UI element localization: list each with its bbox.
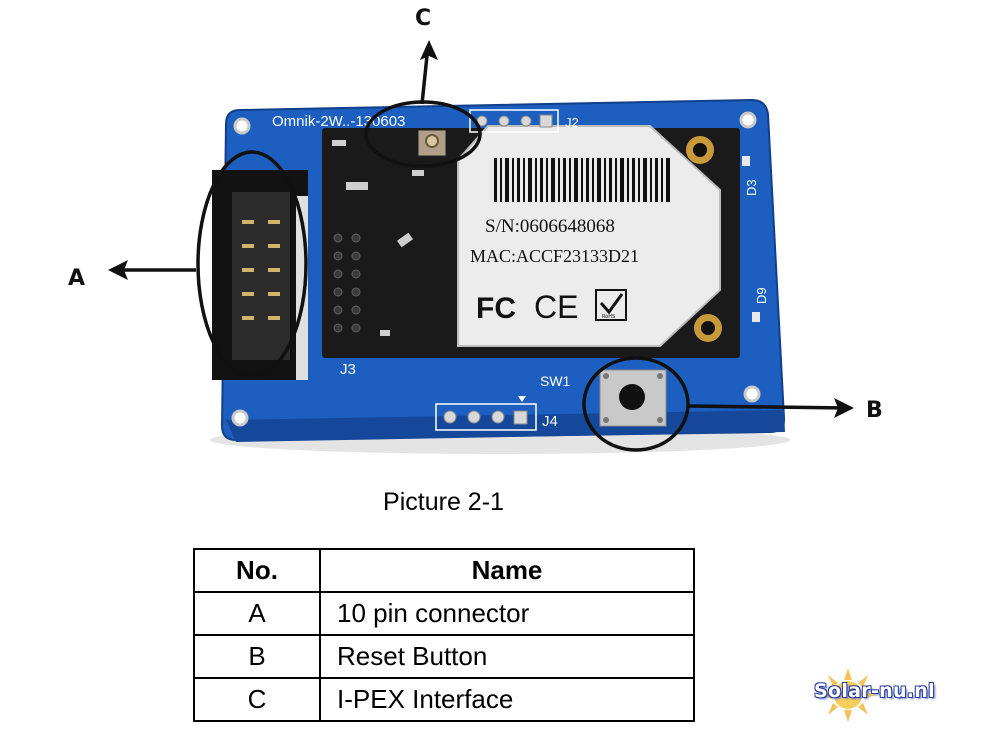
fc-mark: FC (476, 292, 516, 325)
callout-b-arrow (687, 404, 849, 410)
figure-caption: Picture 2-1 (383, 488, 504, 516)
header-j4 (435, 396, 537, 431)
ten-pin-connector (212, 170, 308, 380)
module-serial: S/N:0606648068 (485, 216, 615, 237)
table-cell-name: 10 pin connector (319, 591, 695, 636)
header-j2 (469, 109, 559, 133)
label-j2: J2 (565, 115, 579, 130)
callout-label-b: B (866, 398, 883, 423)
rohs-box (595, 289, 627, 321)
silkscreen-model: Omnik-2W..-130603 (272, 113, 405, 130)
table-header-row: No. Name (193, 548, 695, 593)
rohs-mark: RoHS (602, 314, 615, 320)
label-j4: J4 (542, 413, 558, 430)
label-sw1: SW1 (540, 373, 571, 389)
label-j3: J3 (340, 361, 356, 378)
mount-hole (739, 111, 757, 129)
table-cell-no: B (193, 634, 321, 679)
mount-hole (743, 385, 761, 403)
barcode (494, 158, 670, 202)
table-row: B Reset Button (193, 634, 695, 679)
module-mac: MAC:ACCF23133D21 (470, 246, 639, 266)
watermark-sun-logo (820, 668, 876, 722)
board-photo: S/N:0606648068 MAC:ACCF23133D21 FC CE Ro… (108, 40, 854, 454)
label-d9: D9 (754, 287, 769, 304)
table-row: A 10 pin connector (193, 591, 695, 636)
table-cell-name: Reset Button (319, 634, 695, 679)
pcb-board: S/N:0606648068 MAC:ACCF23133D21 FC CE Ro… (212, 98, 786, 442)
table-row: C I-PEX Interface (193, 677, 695, 722)
label-d3: D3 (744, 179, 759, 196)
watermark-text: Solar-nu.nl (814, 680, 935, 702)
column-header-no: No. (193, 548, 321, 593)
callout-a-ellipse (196, 150, 308, 378)
table-cell-no: A (193, 591, 321, 636)
component-legend-table: No. Name A 10 pin connector B Reset Butt… (193, 548, 695, 722)
column-header-name: Name (319, 548, 695, 593)
mount-hole (233, 117, 251, 135)
mount-hole (231, 409, 249, 427)
callout-label-a: A (68, 266, 86, 291)
ce-mark: CE (534, 289, 578, 325)
reset-button (599, 369, 667, 427)
table-cell-no: C (193, 677, 321, 722)
callout-b-ellipse (582, 356, 690, 452)
callout-label-c: C (415, 6, 432, 31)
table-cell-name: I-PEX Interface (319, 677, 695, 722)
